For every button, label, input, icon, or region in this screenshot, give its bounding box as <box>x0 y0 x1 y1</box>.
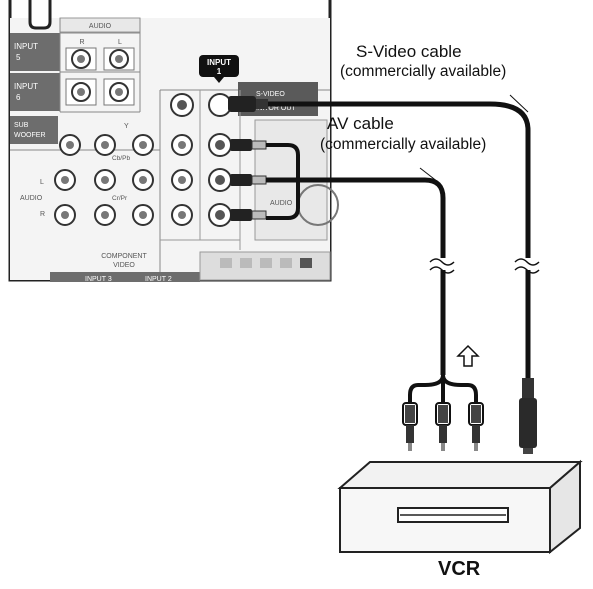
input6-text: INPUT <box>14 82 38 91</box>
svg-text:SUB: SUB <box>14 122 29 129</box>
input2-label: INPUT 2 <box>145 276 172 283</box>
svideo-cable <box>228 94 541 454</box>
r-side-label: R <box>40 211 45 218</box>
av-cable-subtitle: (commercially available) <box>320 136 487 153</box>
rear-panel: AUDIO R L INPUT 5 INPUT 6 SUB WOOFER Y C… <box>8 0 339 283</box>
svg-text:WOOFER: WOOFER <box>14 132 46 139</box>
jack-grid <box>54 47 241 250</box>
vcr-label: VCR <box>438 558 481 580</box>
cr-pr-label: Cr/Pr <box>112 195 128 202</box>
input5-text: INPUT <box>14 42 38 51</box>
l-side-label: L <box>40 179 44 186</box>
audio-l-text: L <box>118 39 122 46</box>
svg-text:INPUT: INPUT <box>207 58 231 67</box>
cb-pb-label: Cb/Pb <box>112 155 130 162</box>
svg-text:1: 1 <box>217 67 222 76</box>
input6-box <box>10 73 60 111</box>
input1-tag <box>199 55 239 77</box>
audio-side-label: AUDIO <box>20 195 43 202</box>
input-bar <box>50 272 200 282</box>
svg-text:VIDEO: VIDEO <box>113 262 135 269</box>
subwoofer-box <box>10 116 58 144</box>
svg-text:COMPONENT: COMPONENT <box>101 253 147 260</box>
svideo-cable-subtitle: (commercially available) <box>340 63 507 80</box>
audio-r-text: R <box>79 39 84 46</box>
audio-right-label: AUDIO <box>270 200 293 207</box>
svideo-tag-text: S-VIDEO <box>256 91 285 98</box>
input5-num: 5 <box>16 53 21 62</box>
av-cable <box>230 139 484 451</box>
input5-box <box>10 33 60 71</box>
input6-num: 6 <box>16 93 21 102</box>
y-label: Y <box>124 123 129 130</box>
svideo-cable-title: S-Video cable <box>356 42 462 61</box>
monitor-out-text: MONITOR OUT <box>246 105 296 112</box>
audio-header-text: AUDIO <box>89 23 112 30</box>
input3-label: INPUT 3 <box>85 276 112 283</box>
vcr-device <box>337 459 583 555</box>
up-arrow-icon <box>456 344 480 367</box>
av-cable-title: AV cable <box>327 114 394 133</box>
